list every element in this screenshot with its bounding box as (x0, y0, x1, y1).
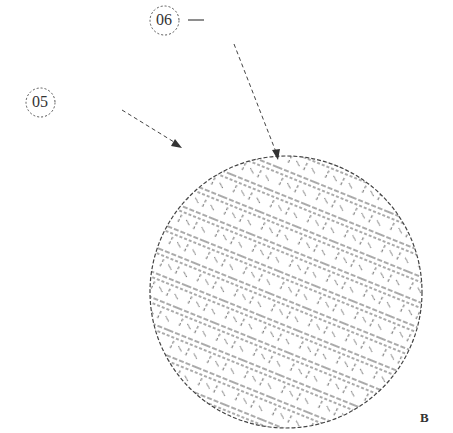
callout-number: 06 (156, 12, 172, 28)
detail-circle (150, 156, 422, 428)
callout-ring (26, 88, 55, 117)
leader-line (122, 110, 174, 142)
mesh-hatching (140, 150, 440, 433)
arrowhead (272, 149, 280, 160)
callout-number: 05 (32, 94, 48, 110)
view-label: B (420, 410, 429, 426)
leader-line (234, 44, 276, 152)
callout-circle: 06 (149, 5, 180, 36)
leader-tick (188, 19, 204, 20)
arrowhead (171, 139, 182, 148)
callout-circle: 05 (25, 87, 56, 118)
callout-ring (150, 6, 179, 35)
